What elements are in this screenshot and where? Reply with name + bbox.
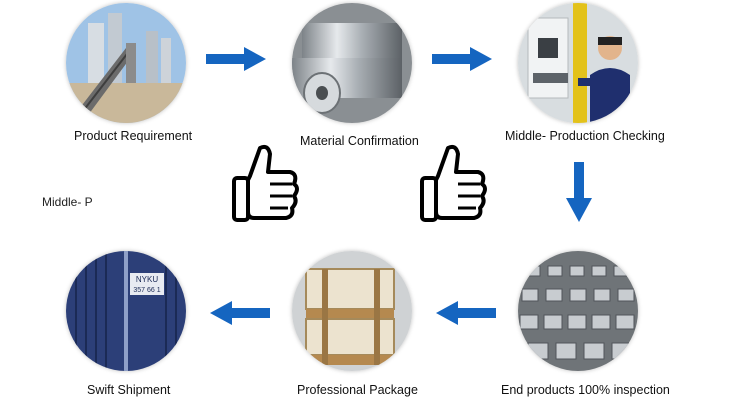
wooden-crate-icon <box>292 251 412 371</box>
thumbs-up-icon <box>420 144 487 222</box>
step-label-swift-shipment: Swift Shipment <box>87 383 171 397</box>
arrow-right-icon <box>432 47 492 71</box>
aluminum-coil-icon <box>292 3 412 123</box>
arrow-down-icon <box>566 162 592 222</box>
container-code-line1: NYKU <box>136 275 158 284</box>
step-label-end-products-inspection: End products 100% inspection <box>501 383 670 397</box>
step-image-swift-shipment: NYKU 357 66 1 <box>66 251 186 371</box>
arrow-left-icon <box>210 301 270 325</box>
truncated-text: Middle- P <box>42 195 93 209</box>
thumbs-up-icon <box>232 144 299 222</box>
step-image-professional-package <box>292 251 412 371</box>
step-image-middle-production-checking <box>518 3 638 123</box>
container-code-line2: 357 66 1 <box>133 287 160 294</box>
shipping-container-icon: NYKU 357 66 1 <box>66 251 186 371</box>
step-image-product-requirement <box>66 3 186 123</box>
arrow-left-icon <box>436 301 496 325</box>
industrial-plant-icon <box>66 3 186 123</box>
step-image-material-confirmation <box>292 3 412 123</box>
step-label-material-confirmation: Material Confirmation <box>300 134 419 148</box>
step-label-product-requirement: Product Requirement <box>74 129 193 143</box>
step-label-middle-production-checking: Middle- Production Checking <box>505 129 665 143</box>
inspection-worker-icon <box>518 3 638 123</box>
step-label-professional-package: Professional Package <box>297 383 418 397</box>
finished-parts-icon <box>518 251 638 371</box>
arrow-right-icon <box>206 47 266 71</box>
step-image-end-products-inspection <box>518 251 638 371</box>
